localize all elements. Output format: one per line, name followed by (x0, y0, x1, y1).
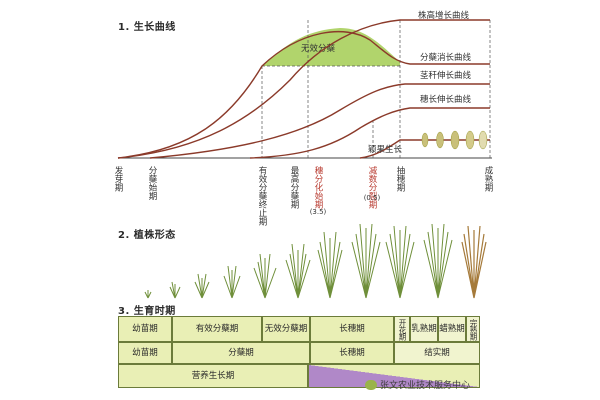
cell3-vegetative: 营养生长期 (118, 364, 308, 388)
tiller-curve (117, 30, 490, 159)
curve-label-grain: 颖果生长 (368, 144, 403, 155)
grain-sequence (421, 130, 488, 150)
cell2-seedling: 幼苗期 (118, 342, 172, 364)
stage-reduction-note: (0.5) (364, 194, 381, 202)
plant-8 (351, 224, 381, 299)
stage-effective-end: 有效分蘖终止期 (257, 165, 267, 226)
cell-wax: 蜡熟期 (438, 316, 466, 342)
stage-row-3: 营养生长期 (118, 364, 490, 388)
cell-full-ripe: 完熟期 (466, 316, 480, 342)
plant-3 (194, 273, 210, 299)
cell2-tiller: 分蘖期 (172, 342, 310, 364)
curve-label-stem: 茎秆伸长曲线 (420, 70, 472, 81)
plant-1 (144, 290, 152, 299)
grain-curve (359, 139, 490, 159)
stage-row-1: 幼苗期 有效分蘖期 无效分蘖期 长穗期 开花期 乳熟期 蜡熟期 完熟期 (118, 316, 490, 342)
stage-panicle-init: 穗分化始期 (313, 165, 323, 209)
plant-9 (385, 225, 415, 299)
cell-invalid-tiller: 无效分蘖期 (262, 316, 310, 342)
stage-reduction: 减数分裂期 (367, 165, 377, 209)
stage-panicle-note: (3.5) (310, 208, 327, 216)
cell-flowering: 开花期 (394, 316, 410, 342)
growth-curve-diagram: 无效分蘖 株高增长曲线 分蘖消长曲线 茎秆伸长曲线 穗长伸长曲线 颖果生长 发芽… (113, 10, 493, 226)
plant-11 (461, 225, 487, 299)
plant-7 (317, 231, 343, 299)
cell-milk: 乳熟期 (410, 316, 438, 342)
watermark: 张文农业技术服务中心 (365, 378, 470, 391)
section2-title: 2. 植株形态 (118, 230, 176, 241)
curve-label-height: 株高增长曲线 (418, 10, 470, 21)
growth-stage-table: 幼苗期 有效分蘖期 无效分蘖期 长穗期 开花期 乳熟期 蜡熟期 完熟期 幼苗期 … (118, 316, 490, 392)
stage-heading: 抽穗期 (395, 165, 405, 192)
cell-panicle: 长穗期 (310, 316, 394, 342)
plant-morphology (144, 224, 487, 299)
peak-label: 无效分蘖 (301, 43, 336, 54)
cell2-seed: 结实期 (394, 342, 480, 364)
cell-effective-tiller: 有效分蘖期 (172, 316, 262, 342)
reproductive-wedge (308, 364, 480, 388)
stage-tiller-start: 分蘖始期 (147, 166, 157, 201)
cell2-panicle: 长穗期 (310, 342, 394, 364)
plant-5 (253, 253, 277, 299)
panicle-curve (249, 107, 490, 159)
plant-4 (223, 265, 241, 299)
plant-10 (423, 224, 453, 299)
wechat-icon (365, 379, 377, 390)
stage-germination: 发芽期 (113, 165, 123, 192)
stage-labels: 发芽期 分蘖始期 有效分蘖终止期 最高分蘖期 穗分化始期 (3.5) 减数分裂期… (113, 165, 493, 226)
curve-label-panicle: 穗长伸长曲线 (420, 94, 472, 105)
stage-max-tiller: 最高分蘖期 (289, 166, 299, 209)
curve-label-tiller: 分蘖消长曲线 (420, 52, 472, 63)
section1-title: 1. 生长曲线 (118, 22, 176, 33)
section3-title: 3. 生育时期 (118, 306, 176, 317)
stage-row-2: 幼苗期 分蘖期 长穗期 结实期 (118, 342, 490, 364)
plant-6 (285, 243, 311, 299)
stem-curve (149, 83, 490, 159)
plant-2 (169, 281, 181, 299)
cell-seedling: 幼苗期 (118, 316, 172, 342)
stage-mature: 成熟期 (483, 165, 493, 192)
plant-height-curve (117, 19, 490, 159)
watermark-text: 张文农业技术服务中心 (380, 381, 471, 391)
